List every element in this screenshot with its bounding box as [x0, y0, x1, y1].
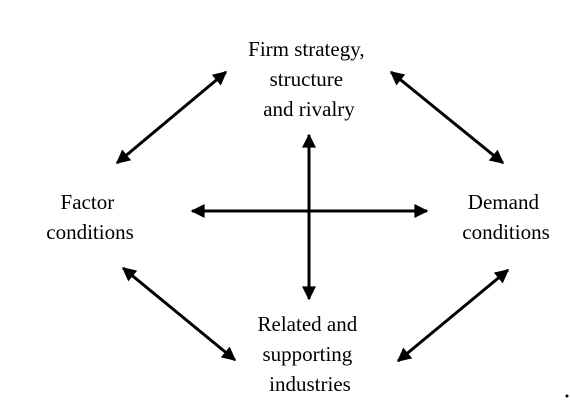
node-related-industries-line-2: supporting — [262, 342, 352, 366]
edge-top-right-arrow — [389, 70, 505, 165]
node-firm-strategy-line-2: structure — [270, 67, 343, 91]
node-firm-strategy-line-3: and rivalry — [263, 97, 355, 121]
edge-left-bottom-arrow — [121, 266, 237, 362]
edge-top-left-arrow — [115, 70, 228, 165]
node-related-industries-line-3: industries — [269, 372, 351, 396]
node-firm-strategy-line-1: Firm strategy, — [248, 37, 364, 61]
node-demand-conditions-line-2: conditions — [462, 220, 550, 244]
node-demand-conditions-line-1: Demand — [468, 190, 540, 214]
node-factor-conditions-line-2: conditions — [46, 220, 134, 244]
stray-dot — [565, 394, 569, 398]
node-factor-conditions-line-1: Factor — [61, 190, 115, 214]
node-related-industries-line-1: Related and — [258, 312, 358, 336]
node-firm-strategy: Firm strategy, structure and rivalry — [248, 37, 370, 121]
node-related-industries: Related and supporting industries — [258, 312, 363, 396]
node-demand-conditions: Demand conditions — [462, 190, 550, 244]
node-factor-conditions: Factor conditions — [46, 190, 134, 244]
edge-right-bottom-arrow — [396, 268, 510, 363]
